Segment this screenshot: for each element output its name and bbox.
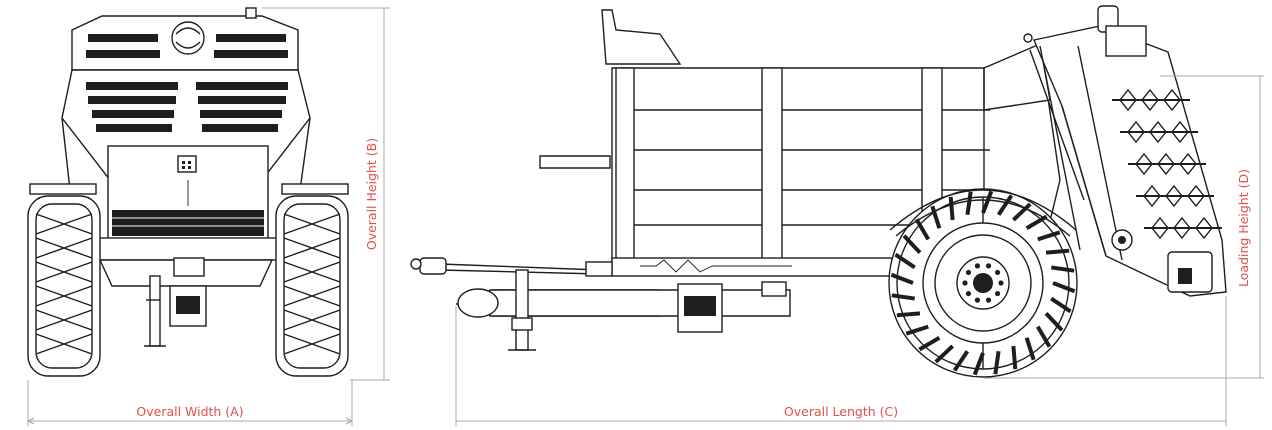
front-mesh-grille [112,210,264,236]
left-front-tire [27,195,101,377]
overall-height-dimension [262,7,390,381]
side-view-drawing [410,5,1227,378]
overall-width-label: Overall Width (A) [136,404,243,419]
front-axle-frame [93,237,279,261]
side-front-shield [601,9,682,65]
loading-height-dimension [984,75,1264,379]
overall-length-dimension [455,296,1227,426]
left-fender [29,183,97,195]
front-hood [71,15,299,71]
side-fender [889,189,1077,231]
tire-tread-lugs [890,190,1076,376]
right-fender [281,183,349,195]
side-pto-driveline [410,257,613,277]
beater-paddles [1112,88,1222,240]
front-view-drawing [27,7,349,377]
hood-vent-slots [86,34,288,58]
side-beater-assembly [1023,5,1227,297]
side-main-tire [888,188,1078,378]
wheel-hub-bolts [962,263,1004,303]
loading-height-label: Loading Height (D) [1236,169,1251,287]
side-jack-stand [515,269,529,351]
overall-height-label: Overall Height (B) [364,138,379,250]
brand-logo-icon [171,21,205,55]
overall-length-label: Overall Length (C) [784,404,898,419]
front-jack-stand [149,275,161,347]
overall-width-dimension [27,380,353,426]
front-louvers [86,82,288,132]
side-hitch-arm [539,155,611,169]
right-front-tire [275,195,349,377]
